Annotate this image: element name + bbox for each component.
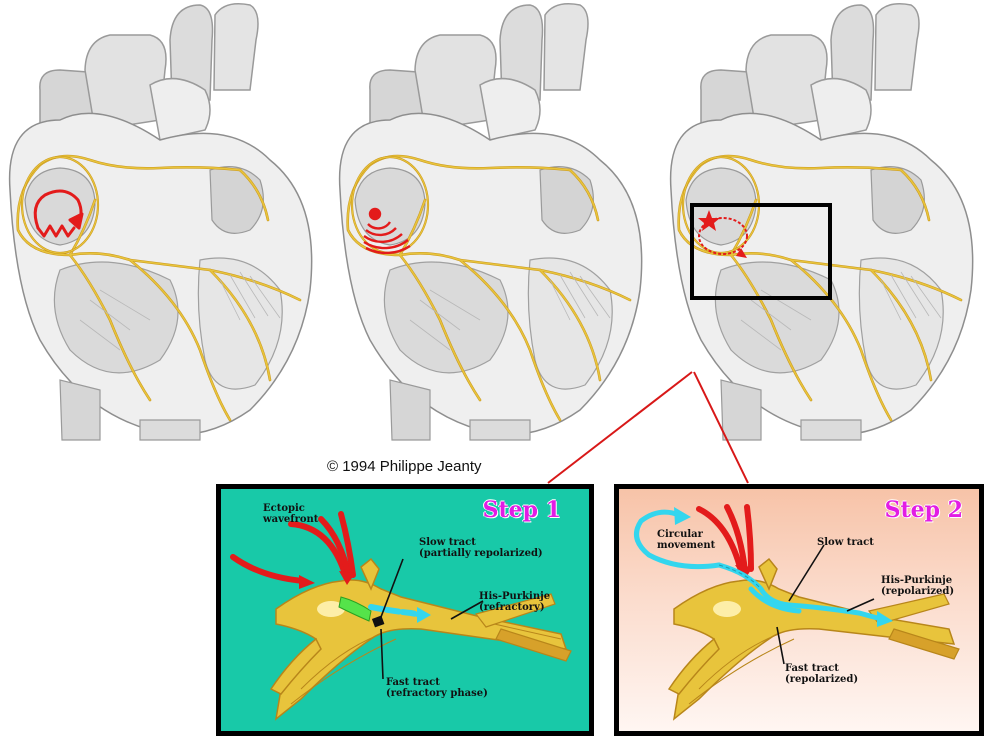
label-slow-tract-2: Slow tract <box>817 537 874 548</box>
step1-panel: Step 1 Ectopic wavefront Slow tract (par… <box>216 484 594 736</box>
label-ectopic-wavefront: Ectopic wavefront <box>263 503 319 525</box>
step2-pathway-diagram <box>634 504 960 721</box>
label-slow-tract: Slow tract (partially repolarized) <box>419 537 543 559</box>
zoom-box <box>690 203 832 300</box>
heart-diagram-3 <box>661 0 991 450</box>
label-fast-tract-2: Fast tract (repolarized) <box>785 663 859 685</box>
copyright-credit: © 1994 Philippe Jeanty <box>327 458 482 475</box>
step2-panel: Step 2 Circular movement Slow tract His-… <box>614 484 984 736</box>
label-fast-tract: Fast tract (refractory phase) <box>386 677 488 699</box>
label-circular-movement: Circular movement <box>657 529 716 551</box>
step1-pathway-diagram <box>230 511 572 721</box>
heart-diagram-1 <box>0 0 330 450</box>
ectopic-focus-icon <box>363 207 411 255</box>
circular-movement-icon <box>698 217 748 255</box>
label-his-purkinje: His-Purkinje (refractory) <box>479 591 551 613</box>
step1-title: Step 1 <box>482 497 561 523</box>
reentry-loop-icon <box>33 189 84 238</box>
heart-1-svg <box>8 2 313 442</box>
heart-3-svg <box>669 2 974 442</box>
ectopic-star-icon <box>698 210 720 231</box>
heart-diagram-2 <box>330 0 660 450</box>
label-his-purkinje-2: His-Purkinje (repolarized) <box>881 575 955 597</box>
step2-title: Step 2 <box>884 497 963 523</box>
heart-2-svg <box>338 2 643 442</box>
